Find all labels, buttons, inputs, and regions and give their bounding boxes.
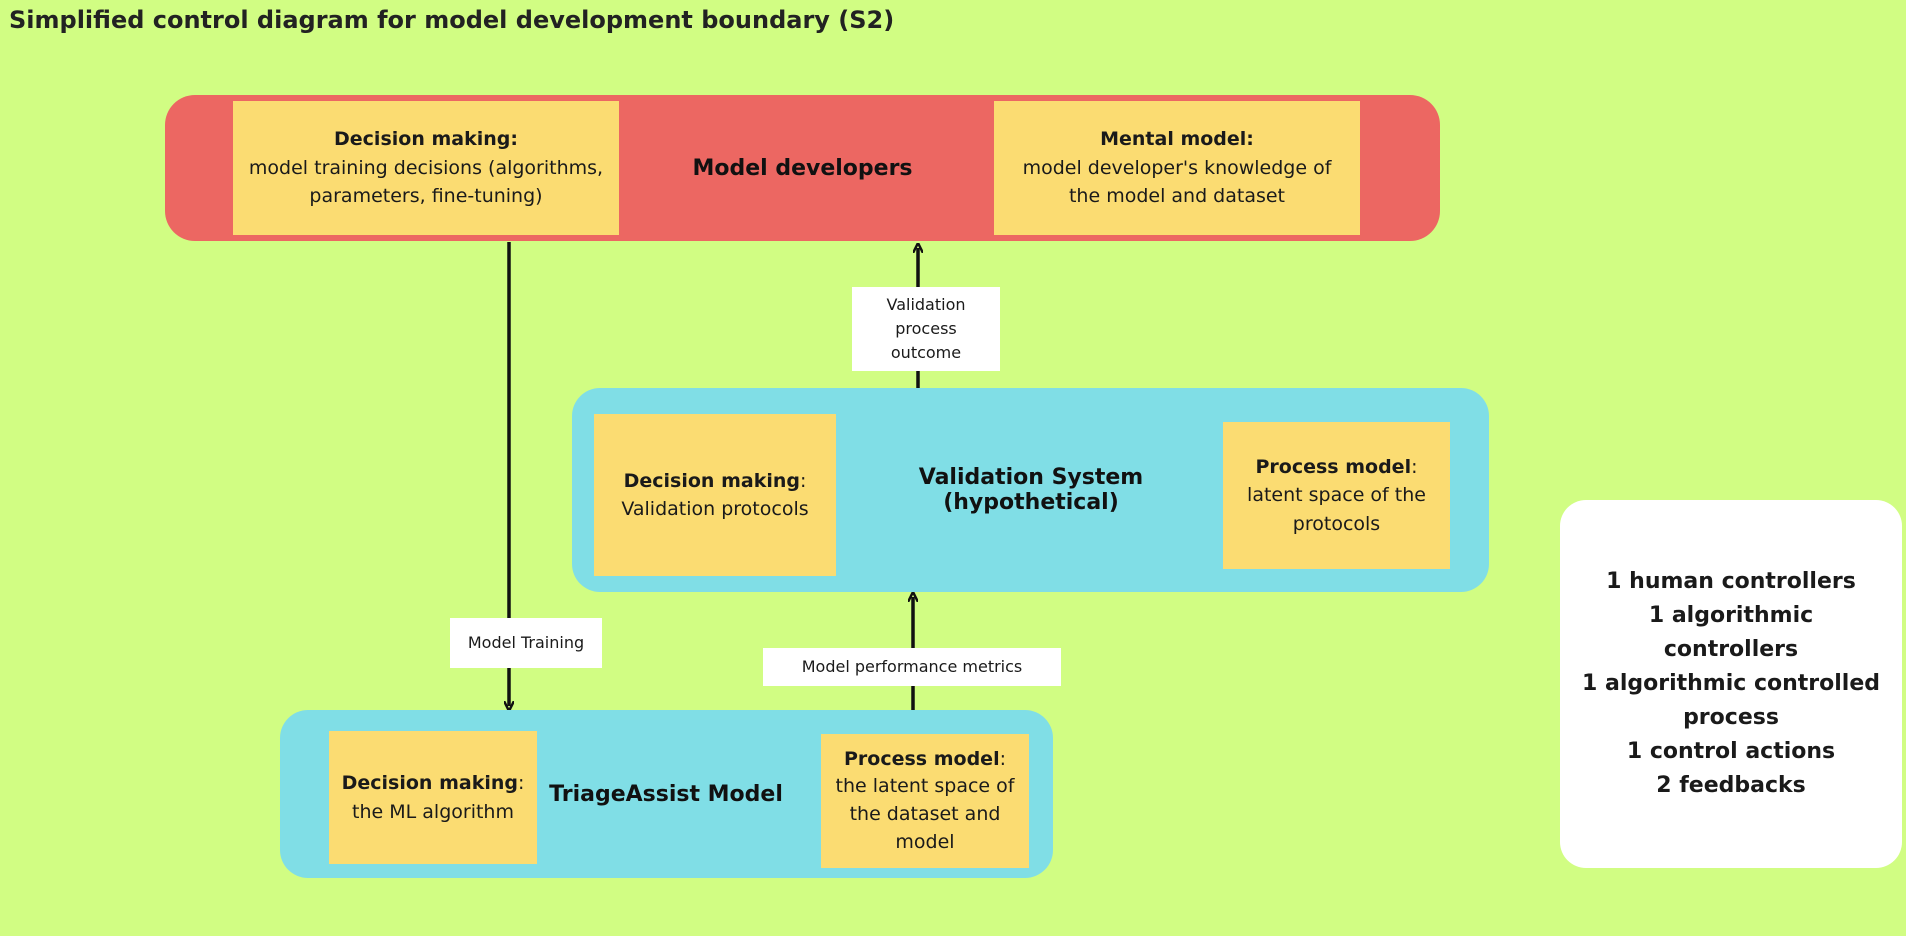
- triage-decision-heading: Decision making: [341, 772, 518, 794]
- triage-model-label: TriageAssist Model: [549, 781, 783, 807]
- summary-label: human controllers: [1629, 568, 1856, 594]
- summary-box: 1 human controllers 1 algorithmic contro…: [1560, 500, 1902, 868]
- summary-line-feedbacks: 2 feedbacks: [1656, 769, 1806, 803]
- triage-process-heading-wrap: Process model:: [844, 746, 1006, 774]
- validation-decision-body: Validation protocols: [621, 498, 809, 520]
- developers-mental-model-note: Mental model: model developer's knowledg…: [994, 101, 1360, 235]
- triage-decision-colon: :: [517, 772, 525, 794]
- triage-process-body: the latent space of the dataset and mode…: [835, 775, 1015, 853]
- validation-process-body: latent space of the protocols: [1247, 484, 1426, 535]
- triage-decision-heading-wrap: Decision making:: [342, 769, 525, 798]
- validation-decision-heading-wrap: Decision making:: [624, 467, 807, 496]
- summary-count: 1: [1606, 568, 1622, 594]
- validation-outcome-label: Validation process outcome: [852, 287, 1000, 371]
- developers-mental-model-heading: Mental model:: [1100, 128, 1254, 151]
- performance-metrics-label: Model performance metrics: [763, 648, 1061, 686]
- summary-count: 1: [1648, 602, 1665, 628]
- triage-process-model-note: Process model: the latent space of the d…: [821, 734, 1029, 868]
- developers-decision-heading: Decision making:: [334, 128, 518, 151]
- triage-decision-body: the ML algorithm: [352, 800, 514, 823]
- model-training-label: Model Training: [450, 618, 602, 668]
- triage-decision-note: Decision making: the ML algorithm: [329, 731, 537, 864]
- summary-count: 1: [1626, 739, 1643, 765]
- summary-line-algorithmic-controllers: 1 algorithmic controllers: [1580, 599, 1882, 667]
- validation-process-heading-wrap: Process model:: [1256, 453, 1418, 482]
- validation-process-colon: :: [1411, 455, 1418, 478]
- summary-label: feedbacks: [1679, 773, 1806, 799]
- developers-mental-model-body: model developer's knowledge of the model…: [1022, 156, 1332, 208]
- validation-system-label: Validation System (hypothetical): [918, 465, 1144, 515]
- validation-decision-heading: Decision making: [623, 469, 800, 492]
- developers-decision-body: model training decisions (algorithms, pa…: [248, 156, 604, 208]
- model-developers-label: Model developers: [692, 155, 913, 181]
- summary-line-human: 1 human controllers: [1606, 565, 1856, 599]
- summary-label: control actions: [1649, 739, 1836, 765]
- validation-decision-colon: :: [799, 469, 807, 492]
- validation-decision-note: Decision making: Validation protocols: [594, 414, 836, 576]
- summary-label: algorithmic controlled process: [1604, 670, 1881, 731]
- validation-process-model-note: Process model: latent space of the proto…: [1223, 422, 1450, 569]
- summary-label: algorithmic controllers: [1663, 602, 1814, 662]
- summary-count: 2: [1656, 773, 1672, 799]
- summary-line-controlled-process: 1 algorithmic controlled process: [1580, 667, 1882, 735]
- triage-process-colon: :: [999, 747, 1006, 770]
- summary-count: 1: [1581, 670, 1598, 696]
- diagram-title: Simplified control diagram for model dev…: [9, 6, 895, 34]
- summary-line-control-actions: 1 control actions: [1627, 735, 1835, 769]
- triage-process-heading: Process model: [844, 747, 1000, 770]
- developers-decision-note: Decision making: model training decision…: [233, 101, 619, 235]
- validation-process-heading: Process model: [1255, 455, 1412, 478]
